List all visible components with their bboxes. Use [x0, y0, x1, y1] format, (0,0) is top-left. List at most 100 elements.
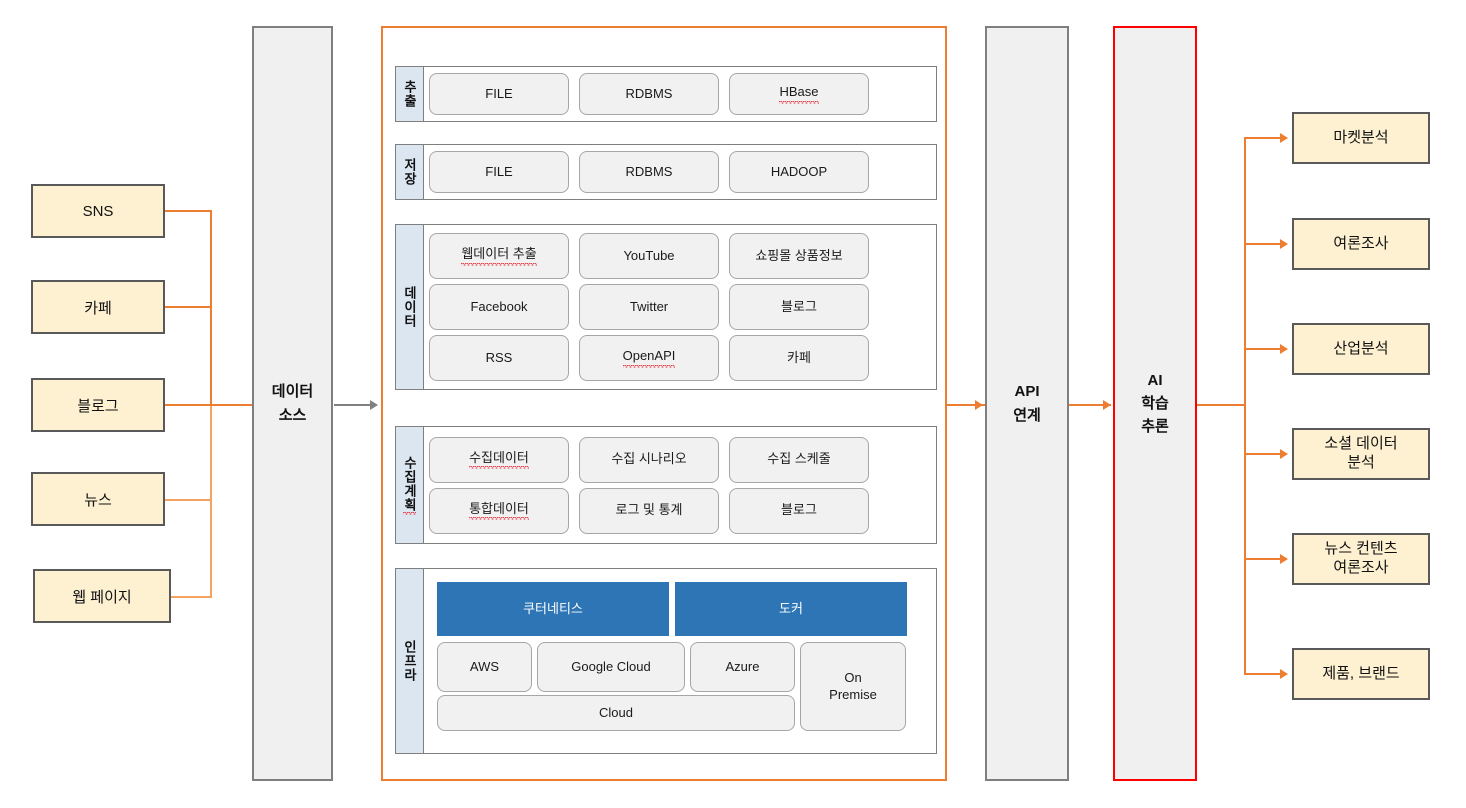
pillar-api-line-0: API — [1014, 383, 1040, 401]
connector-blog-h — [165, 404, 252, 406]
platform-chip[interactable]: 수집 시나리오 — [579, 436, 719, 483]
platform-chip-label: RSS — [485, 349, 513, 365]
platform-sections: 추출 FILE RDBMS HBase 저장 FILE RDBMS HADOOP 데이터 웹데이터… — [383, 28, 945, 779]
platform-chip[interactable]: HBase — [729, 73, 869, 115]
pillar-data-source-line-0: 데이터 — [271, 383, 314, 401]
arrow-platform-to-api-line — [947, 404, 985, 406]
infra-container-box[interactable]: 도커 — [675, 582, 907, 636]
platform-chip[interactable]: FILE — [429, 151, 569, 193]
platform-chip-label: 로그 및 통계 — [615, 502, 683, 518]
platform-row: 웹데이터 추출 YouTube 쇼핑몰 상품정보 — [429, 233, 931, 279]
platform-chip-label: FILE — [485, 85, 513, 101]
platform-chip[interactable]: YouTube — [579, 233, 719, 279]
connector-output-stub — [1244, 558, 1282, 560]
platform-row: 수집데이터 수집 시나리오 수집 스케줄 — [429, 436, 931, 483]
output-box[interactable]: 산업분석 — [1292, 323, 1430, 375]
platform-section-label: 저장 — [396, 145, 424, 199]
connector-output-arrowhead — [1280, 669, 1288, 679]
output-box-label: 마켓분석 — [1333, 128, 1389, 146]
output-box[interactable]: 제품, 브랜드 — [1292, 648, 1430, 700]
connector-output-stub — [1244, 453, 1282, 455]
source-box[interactable]: 뉴스 — [31, 472, 165, 526]
platform-section-label-text: 인프라 — [402, 640, 417, 682]
platform-section-body: FILE RDBMS HADOOP — [424, 145, 936, 199]
platform-chip[interactable]: HADOOP — [729, 151, 869, 193]
platform-chip[interactable]: 카페 — [729, 335, 869, 381]
output-box-label: 여론조사 — [1333, 234, 1389, 252]
platform-container: 추출 FILE RDBMS HBase 저장 FILE RDBMS HADOOP 데이터 웹데이터… — [381, 26, 947, 781]
platform-chip-label: FILE — [485, 163, 513, 179]
pillar-api-integration: API 연계 — [985, 26, 1069, 781]
output-box[interactable]: 뉴스 컨텐츠 여론조사 — [1292, 533, 1430, 585]
connector-out-trunk-lower — [1244, 404, 1246, 675]
platform-chip[interactable]: RDBMS — [579, 151, 719, 193]
platform-chip-label: HADOOP — [770, 163, 828, 179]
platform-chip-label: 쇼핑몰 상품정보 — [755, 247, 843, 263]
platform-chip-label: 수집 시나리오 — [611, 451, 687, 467]
platform-chip-label: RDBMS — [625, 85, 673, 101]
platform-chip-label: HBase — [779, 84, 819, 104]
infra-on-premise[interactable]: On Premise — [800, 642, 906, 731]
arrow-platform-to-api-head — [975, 400, 983, 410]
connector-out-trunk-upper — [1244, 137, 1246, 405]
connector-output-stub — [1244, 243, 1282, 245]
platform-chip-label: 웹데이터 추출 — [461, 246, 537, 266]
platform-chip[interactable]: Twitter — [579, 284, 719, 330]
output-box[interactable]: 마켓분석 — [1292, 112, 1430, 164]
platform-chip[interactable]: 웹데이터 추출 — [429, 233, 569, 279]
platform-chip-label: Facebook — [470, 298, 528, 314]
platform-chip[interactable]: Facebook — [429, 284, 569, 330]
source-box-label: SNS — [82, 202, 114, 220]
source-box[interactable]: 블로그 — [31, 378, 165, 432]
platform-row: 통합데이터 로그 및 통계 블로그 — [429, 487, 931, 534]
platform-chip[interactable]: 수집데이터 — [429, 436, 569, 483]
platform-section-body: FILE RDBMS HBase — [424, 67, 936, 121]
arrow-api-to-ai-line — [1069, 404, 1111, 406]
platform-section-label-text: 데이터 — [402, 286, 417, 328]
platform-chip[interactable]: 로그 및 통계 — [579, 487, 719, 534]
arrow-api-to-ai-head — [1103, 400, 1111, 410]
infra-cloud-chip[interactable]: AWS — [437, 642, 532, 692]
platform-chip[interactable]: FILE — [429, 73, 569, 115]
platform-chip[interactable]: 수집 스케줄 — [729, 436, 869, 483]
source-box[interactable]: 카페 — [31, 280, 165, 334]
infra-cloud-chip[interactable]: Azure — [690, 642, 795, 692]
platform-chip-label: 블로그 — [781, 502, 817, 518]
platform-chip[interactable]: OpenAPI — [579, 335, 719, 381]
pillar-data-source: 데이터 소스 — [252, 26, 333, 781]
connector-trunk-lower — [210, 404, 212, 598]
platform-section: 데이터 웹데이터 추출 YouTube 쇼핑몰 상품정보 Facebook Twitter… — [395, 224, 937, 390]
platform-chip[interactable]: RDBMS — [579, 73, 719, 115]
platform-chip[interactable]: 쇼핑몰 상품정보 — [729, 233, 869, 279]
source-box[interactable]: SNS — [31, 184, 165, 238]
platform-chip[interactable]: 블로그 — [729, 284, 869, 330]
pillar-data-source-line-1: 소스 — [278, 406, 307, 424]
platform-section-label-text: 추출 — [402, 80, 417, 108]
connector-output-stub — [1244, 673, 1282, 675]
platform-chip[interactable]: RSS — [429, 335, 569, 381]
output-box-label: 산업분석 — [1333, 339, 1389, 357]
platform-chip-label: 수집 스케줄 — [767, 451, 831, 467]
output-box-label: 제품, 브랜드 — [1322, 664, 1400, 682]
platform-chip[interactable]: 통합데이터 — [429, 487, 569, 534]
infra-cloud-bar[interactable]: Cloud — [437, 695, 795, 731]
infra-on-premise-label: On Premise — [829, 670, 877, 702]
platform-section-label: 추출 — [396, 67, 424, 121]
output-box[interactable]: 소셜 데이터 분석 — [1292, 428, 1430, 480]
output-box[interactable]: 여론조사 — [1292, 218, 1430, 270]
connector-output-arrowhead — [1280, 554, 1288, 564]
infra-container-box[interactable]: 쿠터네티스 — [437, 582, 669, 636]
infra-cloud-chip[interactable]: Google Cloud — [537, 642, 685, 692]
source-box[interactable]: 웹 페이지 — [33, 569, 171, 623]
source-box-label: 블로그 — [77, 397, 119, 415]
output-box-label: 뉴스 컨텐츠 여론조사 — [1324, 540, 1398, 576]
platform-chip[interactable]: 블로그 — [729, 487, 869, 534]
platform-section-label: 인프라 — [396, 569, 424, 753]
source-box-label: 뉴스 — [84, 491, 112, 509]
connector-webpage-h — [171, 596, 212, 598]
